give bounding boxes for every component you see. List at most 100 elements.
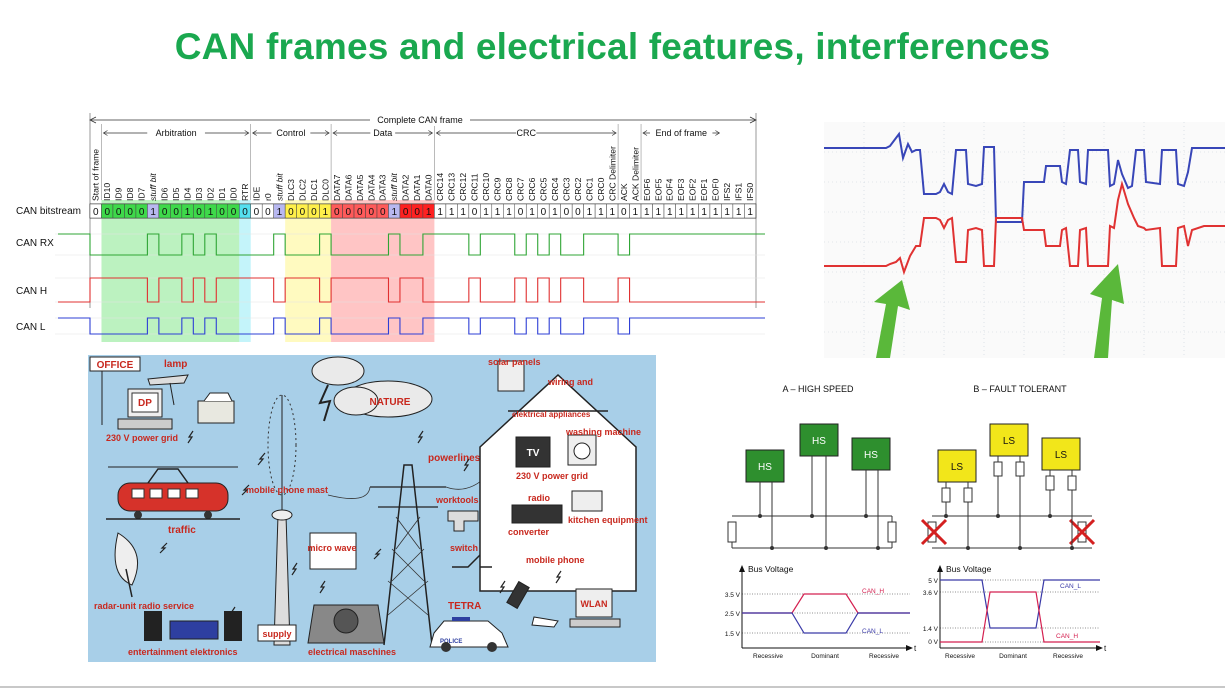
bit-value: 1 (667, 207, 673, 218)
field-label: DATA3 (378, 174, 388, 201)
fault-cross-right (1068, 518, 1096, 546)
label-tv: TV (527, 448, 540, 459)
hs-can-h-line (742, 593, 910, 614)
field-label: CRC4 (550, 177, 560, 201)
field-label: ID3 (194, 187, 204, 201)
bit-value: 0 (254, 207, 260, 218)
scope-grid (824, 122, 1225, 358)
bit-value: 0 (311, 207, 317, 218)
bit-value: 1 (426, 207, 432, 218)
field-label: DATA4 (366, 174, 376, 201)
field-label: CRC2 (573, 177, 583, 201)
bus-voltage-diagrams: A – HIGH SPEED B – FAULT TOLERANT HS HS … (725, 384, 1107, 660)
ft-tick-0: 0 V (928, 639, 938, 646)
police-car-icon (429, 620, 509, 648)
hs-phase-3: Recessive (869, 653, 899, 660)
label-machines: electrical maschines (308, 647, 396, 657)
bit-value: 1 (208, 207, 214, 218)
complete-frame-label: Complete CAN frame (377, 115, 463, 125)
high-speed-network: HS HS HS (727, 423, 897, 550)
section-band (331, 200, 435, 342)
field-label: ID6 (160, 187, 170, 201)
mobile-phone-icon (506, 580, 530, 610)
field-label: CRC5 (538, 177, 548, 201)
hs-node-2-label: HS (812, 436, 826, 447)
bit-value: 0 (575, 207, 581, 218)
bit-value: 1 (713, 207, 719, 218)
bit-value: 1 (552, 207, 558, 218)
label-tetra: TETRA (448, 601, 481, 612)
lamp-icon (147, 374, 189, 386)
powerline-tower-icon (383, 464, 433, 646)
bit-value: 0 (116, 207, 122, 218)
section-band (285, 200, 332, 342)
drill-icon (447, 510, 479, 532)
label-entertainment: entertainment elektronics (128, 647, 238, 657)
bit-value: 1 (323, 207, 329, 218)
bit-value: 1 (185, 207, 191, 218)
label-traffic: traffic (168, 525, 196, 536)
bit-value: 0 (219, 207, 225, 218)
bit-value: 0 (127, 207, 133, 218)
ft-signal-can-l: CAN_L (1060, 583, 1081, 590)
ft-tick-5: 5 V (928, 578, 938, 585)
field-label: EOF1 (699, 178, 709, 201)
label-solar: solar panels (488, 357, 541, 367)
field-label: r0 (263, 193, 273, 201)
field-label: EOF6 (642, 178, 652, 201)
field-label: CRC1 (584, 177, 594, 201)
field-label: CRC9 (493, 177, 503, 201)
field-label: stuff bit (389, 173, 399, 201)
ft-signal-can-h: CAN_H (1056, 633, 1078, 640)
field-label: ID8 (125, 187, 135, 201)
ft-phase-3: Recessive (1053, 653, 1083, 660)
bit-value: 1 (529, 207, 535, 218)
field-label: ID4 (183, 187, 193, 201)
bit-value: 0 (288, 207, 294, 218)
field-label: CRC0 (596, 177, 606, 201)
field-label: EOF3 (676, 178, 686, 201)
bit-value: 0 (231, 207, 237, 218)
field-label: DATA2 (401, 174, 411, 201)
bit-value: 1 (460, 207, 466, 218)
bit-value: 1 (150, 207, 156, 218)
bit-value: 1 (633, 207, 639, 218)
label-wiring: wiring and (547, 377, 593, 387)
field-label: ID0 (229, 187, 239, 201)
label-switch: switch (450, 543, 478, 553)
field-label: CRC12 (458, 173, 468, 201)
bit-value: 0 (265, 207, 271, 218)
bit-value: 0 (403, 207, 409, 218)
hs-node-1-label: HS (758, 462, 772, 473)
bit-value: 0 (242, 207, 248, 218)
label-power-grid-house: 230 V power grid (516, 471, 588, 481)
bit-value: 0 (518, 207, 524, 218)
tv-icon (515, 436, 551, 468)
bit-value: 1 (701, 207, 707, 218)
footer-divider (0, 686, 1225, 688)
radar-dish-icon (114, 532, 139, 586)
hs-phase-2: Dominant (811, 653, 839, 660)
field-label: IFS2 (722, 183, 732, 201)
label-nature: NATURE (370, 397, 411, 408)
hs-signal-can-h: CAN_H (862, 588, 884, 595)
field-label: IFS1 (734, 183, 744, 201)
scope-can-h-trace (824, 131, 1225, 223)
field-label: CRC Delimiter (607, 146, 617, 201)
hs-node-2 (799, 423, 839, 457)
label-washing: washing machine (565, 427, 641, 437)
microwave-icon (309, 532, 357, 570)
bit-cell (744, 203, 757, 219)
field-label: CRC3 (561, 177, 571, 201)
bit-value: 1 (587, 207, 593, 218)
field-label: RTR (240, 183, 250, 201)
field-label: DLC2 (297, 179, 307, 201)
field-label: stuff bit (148, 173, 158, 201)
field-label: CRC6 (527, 177, 537, 201)
field-label: CRC7 (516, 177, 526, 201)
field-label: CRC8 (504, 177, 514, 201)
bit-value: 0 (173, 207, 179, 218)
row-label-h: CAN H (16, 286, 47, 297)
field-label: ID2 (206, 187, 216, 201)
bit-value: 0 (162, 207, 168, 218)
